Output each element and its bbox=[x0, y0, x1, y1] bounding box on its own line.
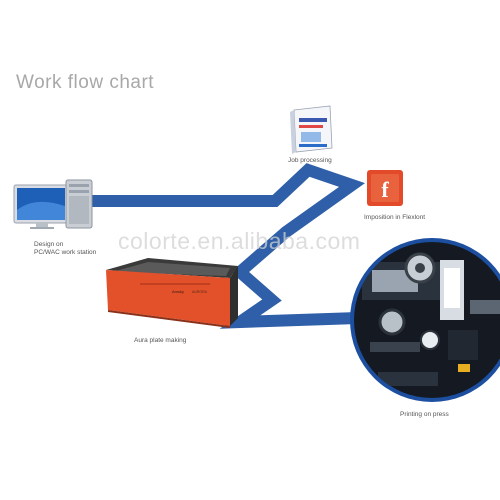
plate-making-caption: Aura plate making bbox=[134, 337, 187, 344]
flexlont-app-icon: f bbox=[367, 170, 403, 206]
design-caption-line-1: Design on bbox=[34, 241, 64, 248]
design-caption: Design on PC/WAC work station bbox=[34, 241, 96, 257]
printing-press-photo bbox=[350, 238, 500, 402]
printing-caption: Printing on press bbox=[400, 411, 449, 418]
svg-text:Amsky: Amsky bbox=[172, 289, 184, 294]
software-box-icon bbox=[290, 105, 333, 154]
svg-text:AURORA: AURORA bbox=[192, 290, 208, 294]
svg-text:f: f bbox=[381, 177, 389, 202]
page-title: Work flow chart bbox=[16, 72, 155, 93]
plate-maker-machine-icon: Amsky AURORA bbox=[106, 258, 238, 328]
imposition-caption: Imposition in Flexlont bbox=[364, 214, 426, 221]
job-processing-caption: Job processing bbox=[288, 157, 332, 164]
desktop-computer-icon bbox=[13, 179, 93, 229]
design-caption-line-2: PC/WAC work station bbox=[34, 249, 97, 256]
watermark-text: colorte.en.alibaba.com bbox=[118, 228, 361, 254]
flow-path bbox=[92, 163, 366, 329]
